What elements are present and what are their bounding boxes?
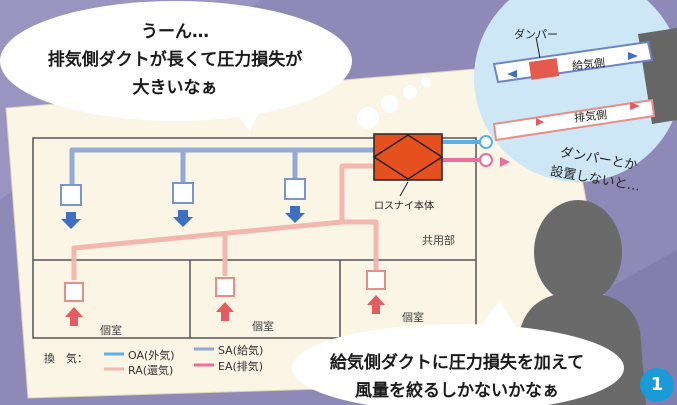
room-label-2: 個室 — [252, 320, 274, 333]
common-area-label: 共用部 — [422, 234, 455, 247]
return-duct-network — [71, 163, 379, 280]
exhaust-duct-zoom — [492, 98, 656, 142]
legend-swatches — [104, 347, 214, 371]
thought-line-1: うーん… — [141, 22, 209, 42]
legend-sa: SA(給気) — [218, 344, 264, 357]
thought-bubble — [0, 1, 431, 132]
room-label-1: 個室 — [100, 324, 122, 337]
outdoor-ducts — [442, 135, 510, 167]
supply-diffusers — [60, 178, 306, 206]
thought-line-2: 排気側ダクトが長くて圧力損失が — [47, 50, 303, 70]
legend-title: 換 気： — [44, 352, 88, 365]
damper-icon — [528, 58, 560, 80]
zoom-callout — [474, 0, 677, 182]
legend-oa: OA(外気) — [128, 349, 175, 362]
damper-label: ダンパー — [514, 28, 558, 41]
legend-ra: RA(還気) — [128, 364, 174, 377]
return-grilles — [64, 270, 386, 302]
building-outline — [32, 137, 477, 339]
legend-ea: EA(排気) — [218, 360, 264, 373]
speech-bubble — [292, 300, 624, 405]
supply-duct-label: 給気側 — [571, 56, 606, 73]
lossnay-unit-label: ロスナイ本体 — [374, 201, 434, 212]
lossnay-unit — [372, 133, 444, 197]
supply-arrows — [61, 206, 305, 229]
room-label-3: 個室 — [402, 311, 424, 324]
speech-line-2: 風量を絞るしかないかなぁ — [355, 381, 559, 401]
page-number-badge: 1 — [640, 368, 674, 402]
exhaust-duct-label: 排気側 — [573, 108, 608, 125]
speech-line-1: 給気側ダクトに圧力損失を加えて — [329, 353, 585, 373]
thought-line-3: 大きいなぁ — [132, 78, 218, 98]
return-arrows — [65, 295, 385, 326]
supply-duct-network — [69, 147, 374, 185]
